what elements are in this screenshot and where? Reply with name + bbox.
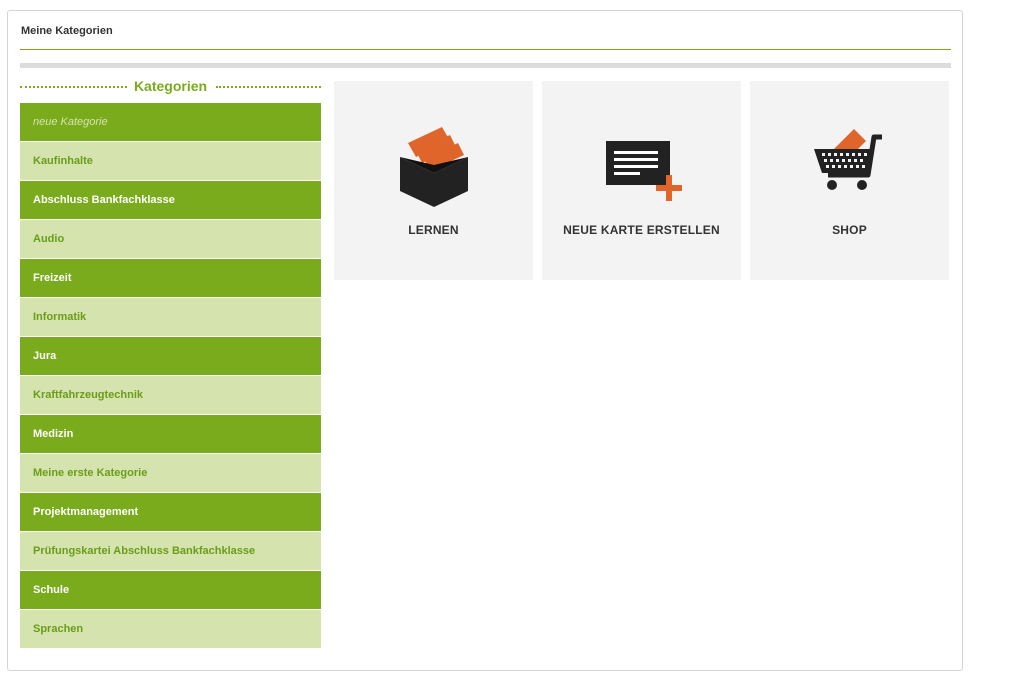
category-item-sprachen[interactable]: Sprachen xyxy=(20,610,321,649)
dotted-divider-left xyxy=(20,86,127,88)
category-item-meine-erste-kategorie[interactable]: Meine erste Kategorie xyxy=(20,454,321,493)
learn-label: LERNEN xyxy=(408,223,459,237)
category-item-audio[interactable]: Audio xyxy=(20,220,321,259)
category-item-kraftfahrzeugtechnik[interactable]: Kraftfahrzeugtechnik xyxy=(20,376,321,415)
category-item-informatik[interactable]: Informatik xyxy=(20,298,321,337)
category-item-abschluss-bankfachklasse[interactable]: Abschluss Bankfachklasse xyxy=(20,181,321,220)
gray-separator xyxy=(20,63,951,68)
category-item-freizeit[interactable]: Freizeit xyxy=(20,259,321,298)
new-card-tile[interactable]: NEUE KARTE ERSTELLEN xyxy=(542,81,741,280)
dotted-divider-right xyxy=(216,86,321,88)
shop-tile[interactable]: SHOP xyxy=(750,81,949,280)
new-card-label: NEUE KARTE ERSTELLEN xyxy=(563,223,720,237)
new-category-input[interactable]: neue Kategorie xyxy=(20,103,321,142)
category-item-pruefungskartei[interactable]: Prüfungskartei Abschluss Bankfachklasse xyxy=(20,532,321,571)
category-item-projektmanagement[interactable]: Projektmanagement xyxy=(20,493,321,532)
category-item-schule[interactable]: Schule xyxy=(20,571,321,610)
panel-title: Meine Kategorien xyxy=(21,25,113,37)
sidebar-header: Kategorien xyxy=(20,77,321,103)
category-item-medizin[interactable]: Medizin xyxy=(20,415,321,454)
category-sidebar: Kategorien neue Kategorie Kaufinhalte Ab… xyxy=(20,77,321,649)
category-item-kaufinhalte[interactable]: Kaufinhalte xyxy=(20,142,321,181)
sidebar-title: Kategorien xyxy=(133,78,208,94)
card-box-icon xyxy=(334,123,533,213)
main-panel: Meine Kategorien Kategorien neue Kategor… xyxy=(7,10,963,671)
category-item-jura[interactable]: Jura xyxy=(20,337,321,376)
new-card-icon xyxy=(542,123,741,213)
shopping-cart-icon xyxy=(750,123,949,213)
shop-label: SHOP xyxy=(832,223,867,237)
learn-tile[interactable]: LERNEN xyxy=(334,81,533,280)
title-divider xyxy=(20,49,951,50)
